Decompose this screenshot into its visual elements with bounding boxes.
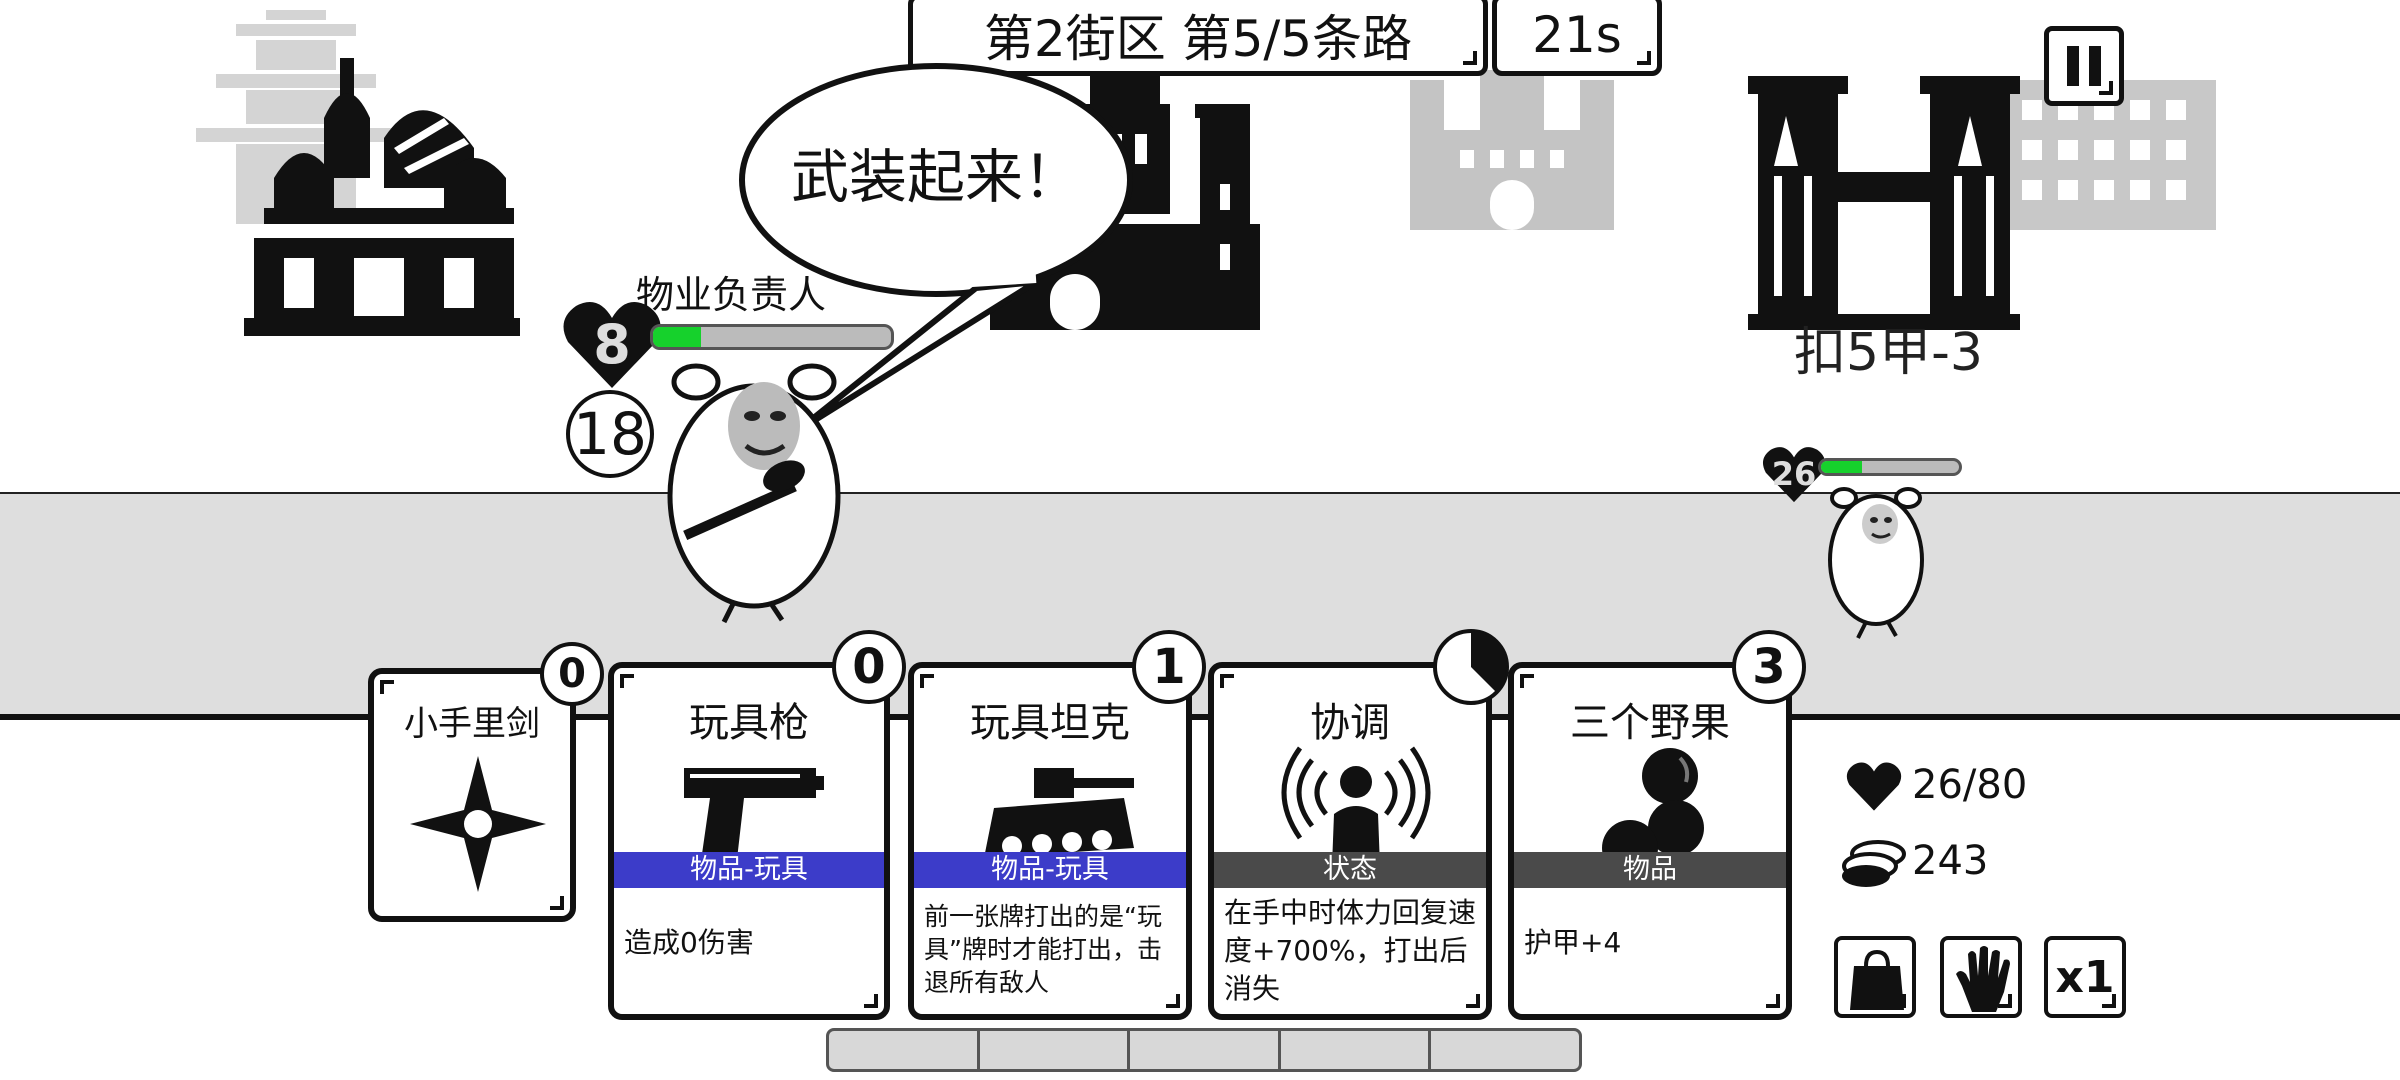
speed-button[interactable]: x1 — [2044, 936, 2126, 1018]
card-coordinate[interactable]: 协调 状态 在手中时体力回复速度+700%，打出后消失 — [1208, 662, 1492, 1020]
card-cost-badge: 0 — [540, 642, 604, 706]
pile-segment — [1431, 1031, 1579, 1069]
card-description: 造成0伤害 — [624, 926, 754, 959]
card-cost-badge: 1 — [1132, 630, 1206, 704]
player-coins: 243 — [1912, 838, 1989, 884]
card-cost-badge: 3 — [1732, 630, 1806, 704]
timer-label: 21s — [1532, 6, 1622, 64]
shuriken-icon — [410, 756, 546, 892]
enemy-armor-badge: 18 — [566, 390, 654, 478]
heart-icon — [1846, 762, 1902, 811]
card-title: 三个野果 — [1570, 700, 1730, 746]
card-title: 玩具枪 — [689, 700, 809, 746]
meme-enemy-with-plunger — [667, 363, 841, 624]
card-type-band: 状态 — [1214, 852, 1486, 888]
hand-icon — [1956, 946, 2010, 1012]
banner-corner-mark — [1463, 51, 1477, 65]
speed-label: x1 — [2055, 951, 2115, 1003]
card-type-band: 物品-玩具 — [614, 852, 884, 888]
enemy-armor-value: 18 — [573, 400, 647, 468]
card-shuriken[interactable]: 小手里剑 — [368, 668, 576, 922]
pistol-icon — [684, 768, 824, 868]
speech-bubble-shape — [739, 63, 1133, 435]
speech-bubble: 武装起来！ — [736, 60, 1136, 435]
grey-fortress-icon — [1410, 70, 1614, 230]
bag-button[interactable] — [1834, 936, 1916, 1018]
temple-gate-icon — [1748, 76, 2020, 330]
card-title: 小手里剑 — [404, 704, 540, 744]
enemy-hp-bar — [650, 324, 894, 350]
card-cost: 0 — [558, 651, 586, 697]
enemy-hp-heart: 8 — [562, 298, 662, 390]
card-cost: 0 — [852, 639, 886, 695]
player-health: 26/80 — [1912, 762, 2028, 808]
broadcast-person-icon — [1281, 746, 1431, 866]
enemy2-hp-value: 26 — [1771, 455, 1817, 493]
level-label: 第2街区 第5/5条路 — [983, 10, 1413, 68]
coins-icon — [1842, 840, 1906, 887]
speech-text: 武装起来！ — [790, 143, 1081, 211]
pile-segment — [1130, 1031, 1281, 1069]
shopping-bag-icon — [1850, 949, 1904, 1010]
card-type-band: 物品 — [1514, 852, 1786, 888]
card-type-band: 物品-玩具 — [914, 852, 1186, 888]
card-description: 护甲+4 — [1524, 926, 1622, 959]
pause-button[interactable] — [2044, 26, 2124, 106]
card-toy-gun[interactable]: 玩具枪 物品-玩具 造成0伤害 — [608, 662, 890, 1020]
pause-icon — [2067, 46, 2079, 86]
pile-segment — [980, 1031, 1131, 1069]
card-title: 协调 — [1310, 700, 1390, 746]
card-description: 在手中时体力回复速度+700%，打出后消失 — [1224, 896, 1477, 1005]
card-title: 玩具坦克 — [970, 700, 1130, 746]
enemy2-hp-bar — [1818, 458, 1962, 476]
tank-icon — [984, 768, 1134, 858]
level-banner: 第2街区 第5/5条路 — [908, 0, 1488, 76]
draw-pile-bar — [826, 1028, 1582, 1072]
timer-corner-mark — [1637, 51, 1651, 65]
pile-segment — [1281, 1031, 1432, 1069]
enemy-hp-fill — [653, 327, 701, 347]
cooldown-pie-icon — [1433, 629, 1509, 705]
card-toy-tank[interactable]: 玩具坦克 物品-玩具 前一张牌打出的是“玩具”牌时才能打出，击退所有敌人 — [908, 662, 1192, 1020]
enemy2-hp-fill — [1821, 461, 1863, 473]
meme-enemy-small — [1828, 487, 1924, 639]
pile-segment — [829, 1031, 980, 1069]
card-cost: 1 — [1152, 639, 1186, 695]
enemy-name: 物业负责人 — [636, 273, 827, 317]
card-description: 前一张牌打出的是“玩具”牌时才能打出，击退所有敌人 — [924, 902, 1162, 997]
heart-icon — [563, 302, 661, 388]
card-three-wild-fruits[interactable]: 三个野果 物品 护甲+4 — [1508, 662, 1792, 1020]
enemy-hp-value: 8 — [593, 312, 631, 376]
hand-button[interactable] — [1940, 936, 2022, 1018]
card-cost-badge: 0 — [832, 630, 906, 704]
timer-box: 21s — [1492, 0, 1662, 76]
enemy2-hp-heart: 26 — [1762, 444, 1826, 504]
effect-text: 扣5甲-3 — [1794, 323, 1983, 383]
card-cost: 3 — [1752, 639, 1786, 695]
onion-dome-church-icon — [244, 58, 520, 336]
heart-icon — [1762, 447, 1826, 503]
